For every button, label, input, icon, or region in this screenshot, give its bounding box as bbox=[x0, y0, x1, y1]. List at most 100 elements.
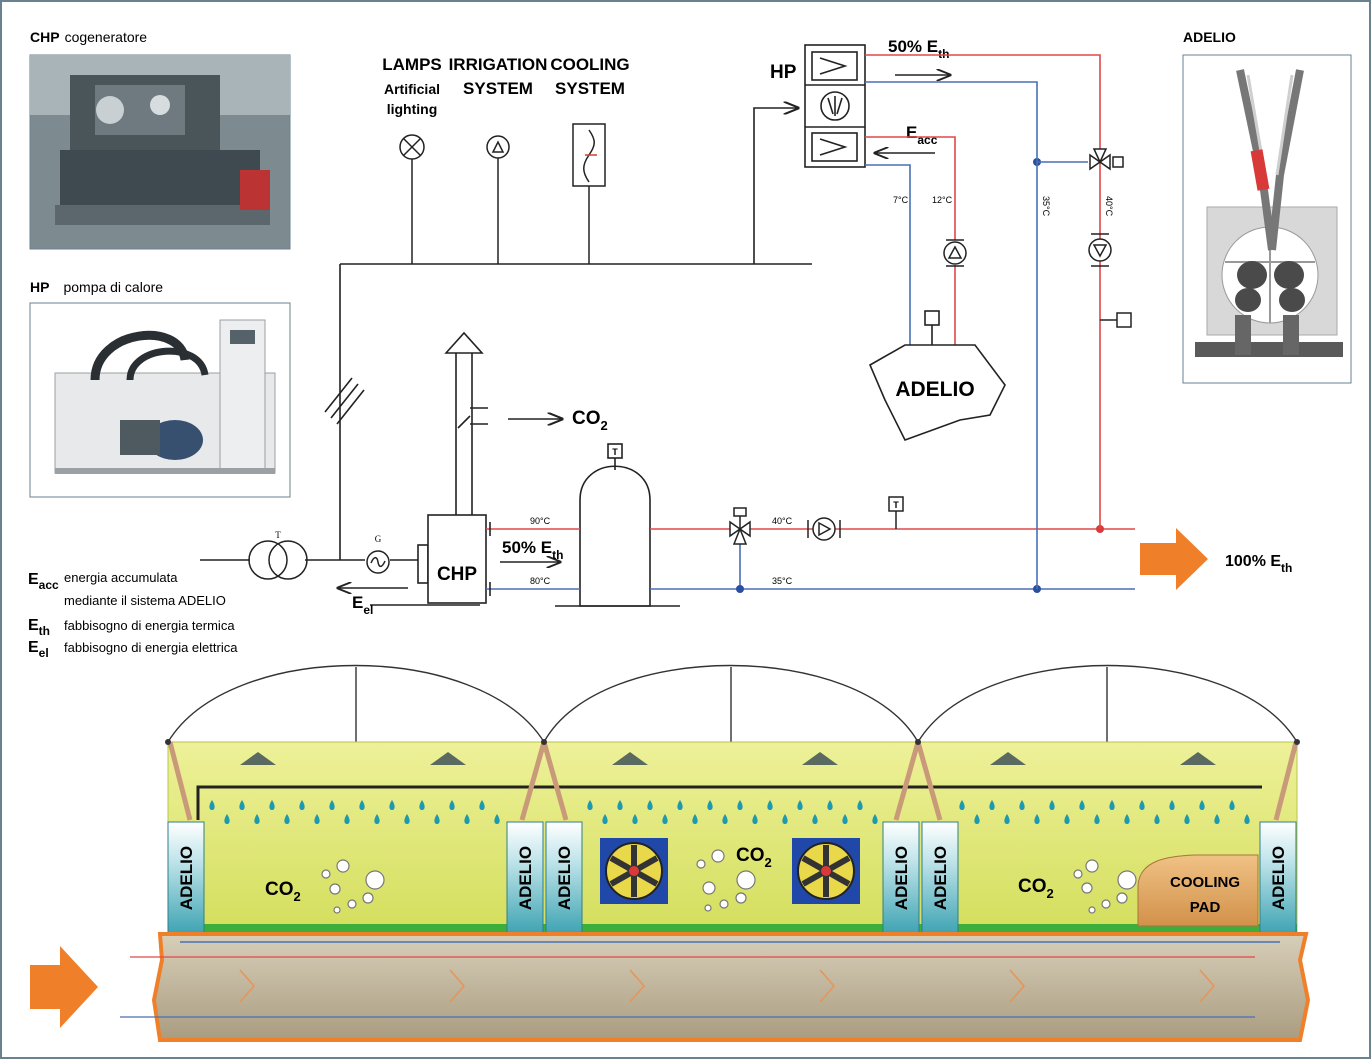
water-drop bbox=[1139, 800, 1145, 810]
water-drop bbox=[1199, 800, 1205, 810]
svg-text:mediante il sistema ADELIO: mediante il sistema ADELIO bbox=[64, 593, 226, 608]
water-drop bbox=[782, 814, 788, 824]
adelio-tank-label: ADELIO bbox=[895, 378, 974, 401]
svg-text:40°C: 40°C bbox=[772, 516, 793, 526]
water-drop bbox=[494, 814, 500, 824]
adelio-caption: ADELIO bbox=[1183, 29, 1236, 45]
water-drop bbox=[974, 814, 980, 824]
svg-text:7°C: 7°C bbox=[893, 195, 909, 205]
water-drop bbox=[269, 800, 275, 810]
svg-text:energia accumulata: energia accumulata bbox=[64, 570, 178, 585]
water-drop bbox=[299, 800, 305, 810]
water-drop bbox=[1094, 814, 1100, 824]
chp-photo bbox=[29, 54, 291, 250]
water-drop bbox=[692, 814, 698, 824]
water-drop bbox=[707, 800, 713, 810]
chimney bbox=[444, 331, 562, 515]
water-drop bbox=[662, 814, 668, 824]
svg-text:CO2: CO2 bbox=[1018, 876, 1054, 901]
svg-text:fabbisogno di energia elettric: fabbisogno di energia elettrica bbox=[64, 640, 238, 655]
water-drop bbox=[479, 800, 485, 810]
junction-dot bbox=[736, 585, 744, 593]
post-caps bbox=[165, 739, 1300, 745]
tank-sensor-label: T bbox=[612, 447, 618, 457]
cooling-label: COOLING SYSTEM bbox=[550, 55, 629, 98]
adelio-storage-tank bbox=[868, 310, 1006, 441]
svg-text:lighting: lighting bbox=[387, 101, 438, 117]
water-drop bbox=[722, 814, 728, 824]
svg-text:35°C: 35°C bbox=[1041, 196, 1051, 217]
svg-text:Artificial: Artificial bbox=[384, 81, 440, 97]
transformer-label: T bbox=[275, 530, 281, 540]
adelio-unit: ADELIO bbox=[1259, 821, 1297, 935]
water-drop bbox=[1049, 800, 1055, 810]
water-drop bbox=[602, 814, 608, 824]
circulation-pump bbox=[807, 517, 841, 541]
lamps-label: LAMPS Artificial lighting bbox=[382, 55, 442, 117]
co2-exhaust-label: CO2 bbox=[572, 408, 608, 433]
hp-hot-pipes bbox=[865, 54, 1101, 529]
water-drop bbox=[419, 800, 425, 810]
water-drop bbox=[1154, 814, 1160, 824]
chp-heat-label: 50% Eth bbox=[502, 538, 563, 562]
hp-acc-label: Eacc bbox=[906, 123, 938, 147]
water-drop bbox=[857, 800, 863, 810]
legend: Eacc energia accumulata mediante il sist… bbox=[28, 570, 238, 660]
electric-output-arrow bbox=[338, 588, 480, 606]
svg-text:IRRIGATION: IRRIGATION bbox=[449, 55, 548, 74]
cold-pipe-main bbox=[486, 537, 1135, 596]
total-heat-arrow bbox=[1140, 528, 1208, 590]
greenhouse-lamps bbox=[240, 752, 1216, 765]
svg-text:CO2: CO2 bbox=[265, 879, 301, 904]
water-drop bbox=[344, 814, 350, 824]
adelio-unit-label: ADELIO bbox=[555, 846, 574, 910]
greenhouse-roof bbox=[167, 664, 1298, 743]
co2-bubbles bbox=[321, 849, 1137, 914]
svg-text:COOLING: COOLING bbox=[550, 55, 629, 74]
hp-heat-label: 50% Eth bbox=[888, 37, 949, 61]
water-drop bbox=[617, 800, 623, 810]
water-drop bbox=[1214, 814, 1220, 824]
hp-cold-pipes bbox=[865, 81, 1088, 589]
water-drop bbox=[647, 800, 653, 810]
water-drop bbox=[1034, 814, 1040, 824]
water-drop bbox=[1079, 800, 1085, 810]
water-drop bbox=[737, 800, 743, 810]
svg-text:80°C: 80°C bbox=[530, 576, 551, 586]
water-drop bbox=[632, 814, 638, 824]
svg-text:90°C: 90°C bbox=[530, 516, 551, 526]
adelio-loop-pump bbox=[943, 239, 967, 267]
water-drop bbox=[767, 800, 773, 810]
adelio-unit-label: ADELIO bbox=[177, 846, 196, 910]
water-drop bbox=[284, 814, 290, 824]
total-heat-label: 100% Eth bbox=[1225, 553, 1292, 575]
water-drops bbox=[209, 800, 1250, 824]
water-drop bbox=[959, 800, 965, 810]
svg-text:Eel: Eel bbox=[28, 639, 49, 660]
cooling-pad bbox=[1137, 854, 1259, 927]
water-drop bbox=[464, 814, 470, 824]
water-drop bbox=[1244, 814, 1250, 824]
greenhouse-co2-labels: CO2 CO2 CO2 bbox=[265, 845, 1054, 904]
water-drop bbox=[1169, 800, 1175, 810]
water-drop bbox=[239, 800, 245, 810]
transformer-symbol bbox=[248, 540, 308, 580]
water-drop bbox=[254, 814, 260, 824]
water-drop bbox=[1124, 814, 1130, 824]
water-drop bbox=[389, 800, 395, 810]
soil-bed bbox=[120, 932, 1311, 1042]
cooling-pad-label: COOLING PAD bbox=[1170, 874, 1240, 916]
greenhouse-fan bbox=[792, 838, 860, 904]
water-drop bbox=[1019, 800, 1025, 810]
adelio-unit: ADELIO bbox=[545, 821, 583, 935]
water-drop bbox=[329, 800, 335, 810]
svg-text:Eacc: Eacc bbox=[28, 571, 59, 592]
svg-text:fabbisogno di energia termica: fabbisogno di energia termica bbox=[64, 618, 235, 633]
svg-text:12°C: 12°C bbox=[932, 195, 953, 205]
water-drop bbox=[1184, 814, 1190, 824]
chp-unit-label: CHP bbox=[437, 564, 477, 585]
